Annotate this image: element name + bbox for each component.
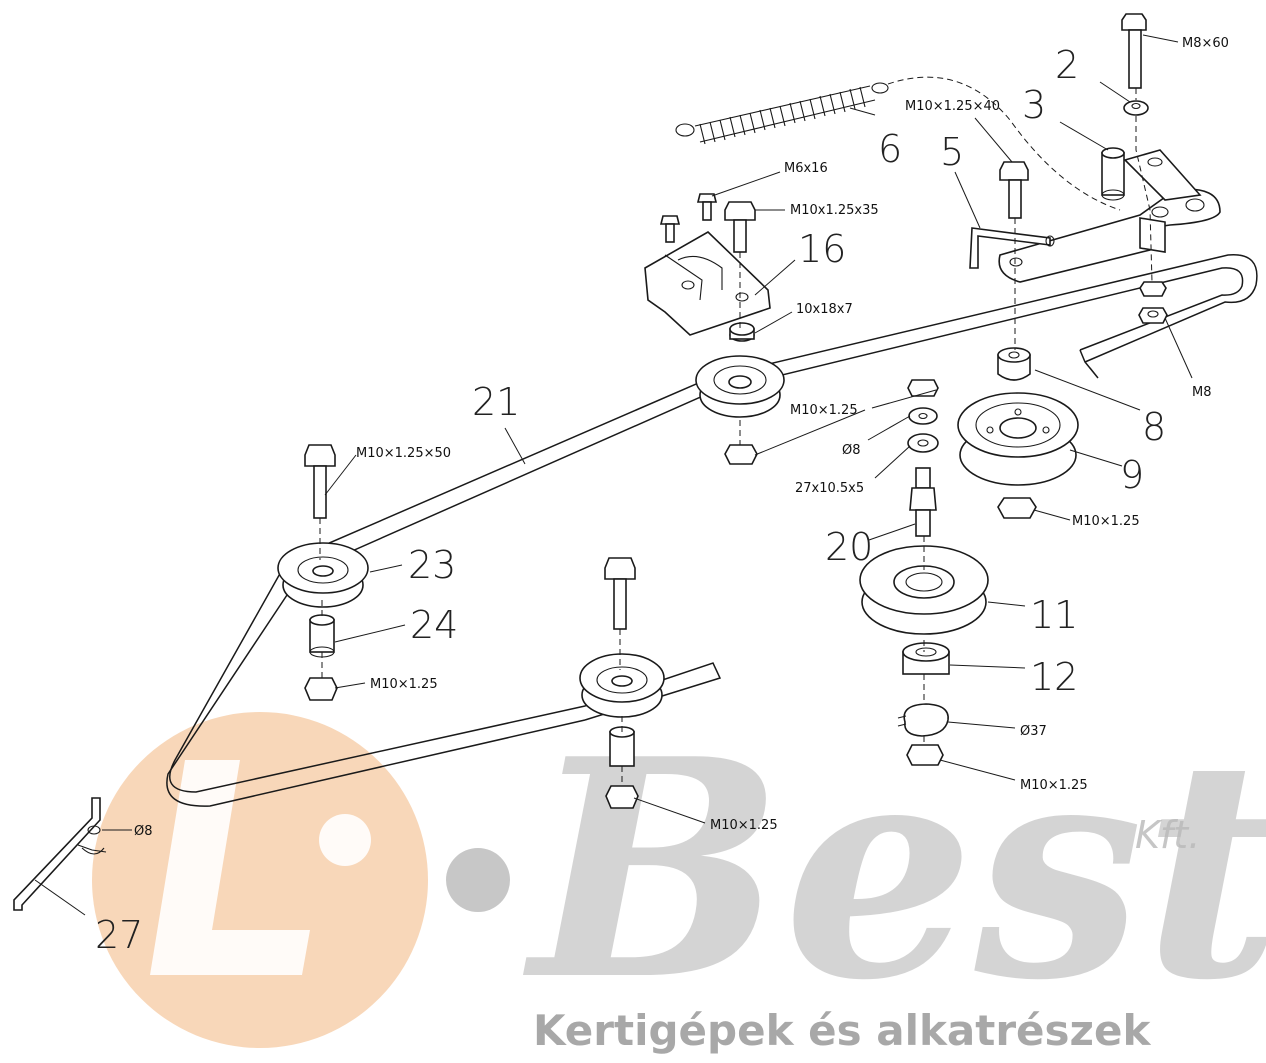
spec-m10x35: M10x1.25x35 bbox=[790, 203, 879, 218]
spec-m10-spacer24: M10×1.25 bbox=[370, 677, 438, 692]
spec-o8-lower: Ø8 bbox=[134, 824, 153, 839]
watermark: Best Kft. Kertigépek és alkatrészek bbox=[92, 693, 1266, 1055]
spec-m8x60: M8×60 bbox=[1182, 36, 1229, 51]
part-number-12: 12 bbox=[1030, 655, 1078, 699]
logo-letter-l bbox=[150, 760, 310, 975]
nut-left bbox=[304, 677, 338, 701]
pin bbox=[969, 227, 1055, 269]
spacer bbox=[729, 322, 755, 342]
pulley-large-right bbox=[957, 392, 1079, 486]
spec-27x10: 27x10.5x5 bbox=[795, 481, 864, 496]
spec-o37: Ø37 bbox=[1020, 724, 1047, 739]
mounting-bracket bbox=[644, 231, 771, 336]
part-number-5: 5 bbox=[940, 130, 964, 174]
nut-m8 bbox=[1138, 281, 1168, 324]
rod bbox=[13, 797, 107, 911]
spring bbox=[675, 76, 1121, 211]
pulley-left bbox=[277, 542, 369, 608]
spec-10x18x7: 10x18x7 bbox=[796, 302, 853, 317]
pulley-large-center bbox=[859, 545, 989, 635]
spec-m6x16: M6x16 bbox=[784, 161, 828, 176]
spec-m10-pulley9: M10×1.25 bbox=[1072, 514, 1140, 529]
pulley-lower bbox=[579, 653, 665, 718]
v-belt bbox=[166, 254, 1258, 807]
part-number-23: 23 bbox=[408, 543, 456, 587]
bushing bbox=[997, 347, 1031, 381]
part-number-21: 21 bbox=[472, 380, 520, 424]
spacer-left bbox=[309, 614, 335, 658]
brand-suffix: Kft. bbox=[1135, 813, 1200, 857]
brand-name: Best bbox=[521, 693, 1266, 1046]
part-number-9: 9 bbox=[1120, 453, 1144, 497]
brand-dot bbox=[446, 848, 510, 912]
assembly-axes bbox=[319, 88, 1153, 786]
logo-dot bbox=[319, 814, 371, 866]
part-number-8: 8 bbox=[1142, 405, 1166, 449]
spec-m10-bearing: M10×1.25 bbox=[1020, 778, 1088, 793]
part-numbers: 2 3 5 6 8 9 11 12 16 20 21 23 24 27 bbox=[95, 43, 1166, 957]
pulley-idler-middle bbox=[695, 355, 785, 418]
bolt-m6x16 bbox=[659, 193, 718, 243]
shaft-stack bbox=[907, 379, 939, 537]
leader-lines bbox=[34, 34, 1193, 916]
spec-m8: M8 bbox=[1192, 385, 1212, 400]
part-number-24: 24 bbox=[410, 603, 458, 647]
brand-tagline: Kertigépek és alkatrészek bbox=[533, 1006, 1151, 1055]
bolt-m8x60 bbox=[1121, 13, 1147, 89]
nut-bearing bbox=[906, 744, 944, 766]
part-number-6: 6 bbox=[878, 127, 902, 171]
washer bbox=[1123, 100, 1149, 116]
logo-circle bbox=[92, 712, 428, 1048]
part-number-27: 27 bbox=[95, 913, 143, 957]
part-number-3: 3 bbox=[1022, 83, 1046, 127]
part-number-20: 20 bbox=[825, 525, 873, 569]
bolt-m10x50 bbox=[304, 444, 336, 519]
spec-labels: M8×60 M10×1.25×40 M6x16 M10x1.25x35 10x1… bbox=[134, 36, 1229, 839]
part-number-16: 16 bbox=[798, 227, 846, 271]
bolt-lower bbox=[604, 557, 636, 630]
spec-m10-idler: M10×1.25 bbox=[790, 403, 858, 418]
spacer-lower bbox=[609, 726, 635, 767]
spec-m10x50: M10×1.25×50 bbox=[356, 446, 451, 461]
circlip bbox=[897, 703, 949, 737]
bolt-m10x35 bbox=[724, 201, 756, 253]
nut-lower bbox=[605, 785, 639, 809]
spec-m10x40: M10×1.25×40 bbox=[905, 99, 1000, 114]
part-number-11: 11 bbox=[1030, 593, 1078, 637]
nut-idler-middle bbox=[724, 444, 758, 465]
tensioner-arm bbox=[998, 147, 1221, 283]
part-number-2: 2 bbox=[1055, 43, 1079, 87]
nut-pulley-right bbox=[997, 497, 1037, 519]
bearing bbox=[902, 642, 950, 675]
spec-m10-lower: M10×1.25 bbox=[710, 818, 778, 833]
spec-o8-top: Ø8 bbox=[842, 443, 861, 458]
bolt-m10x40 bbox=[999, 161, 1029, 219]
